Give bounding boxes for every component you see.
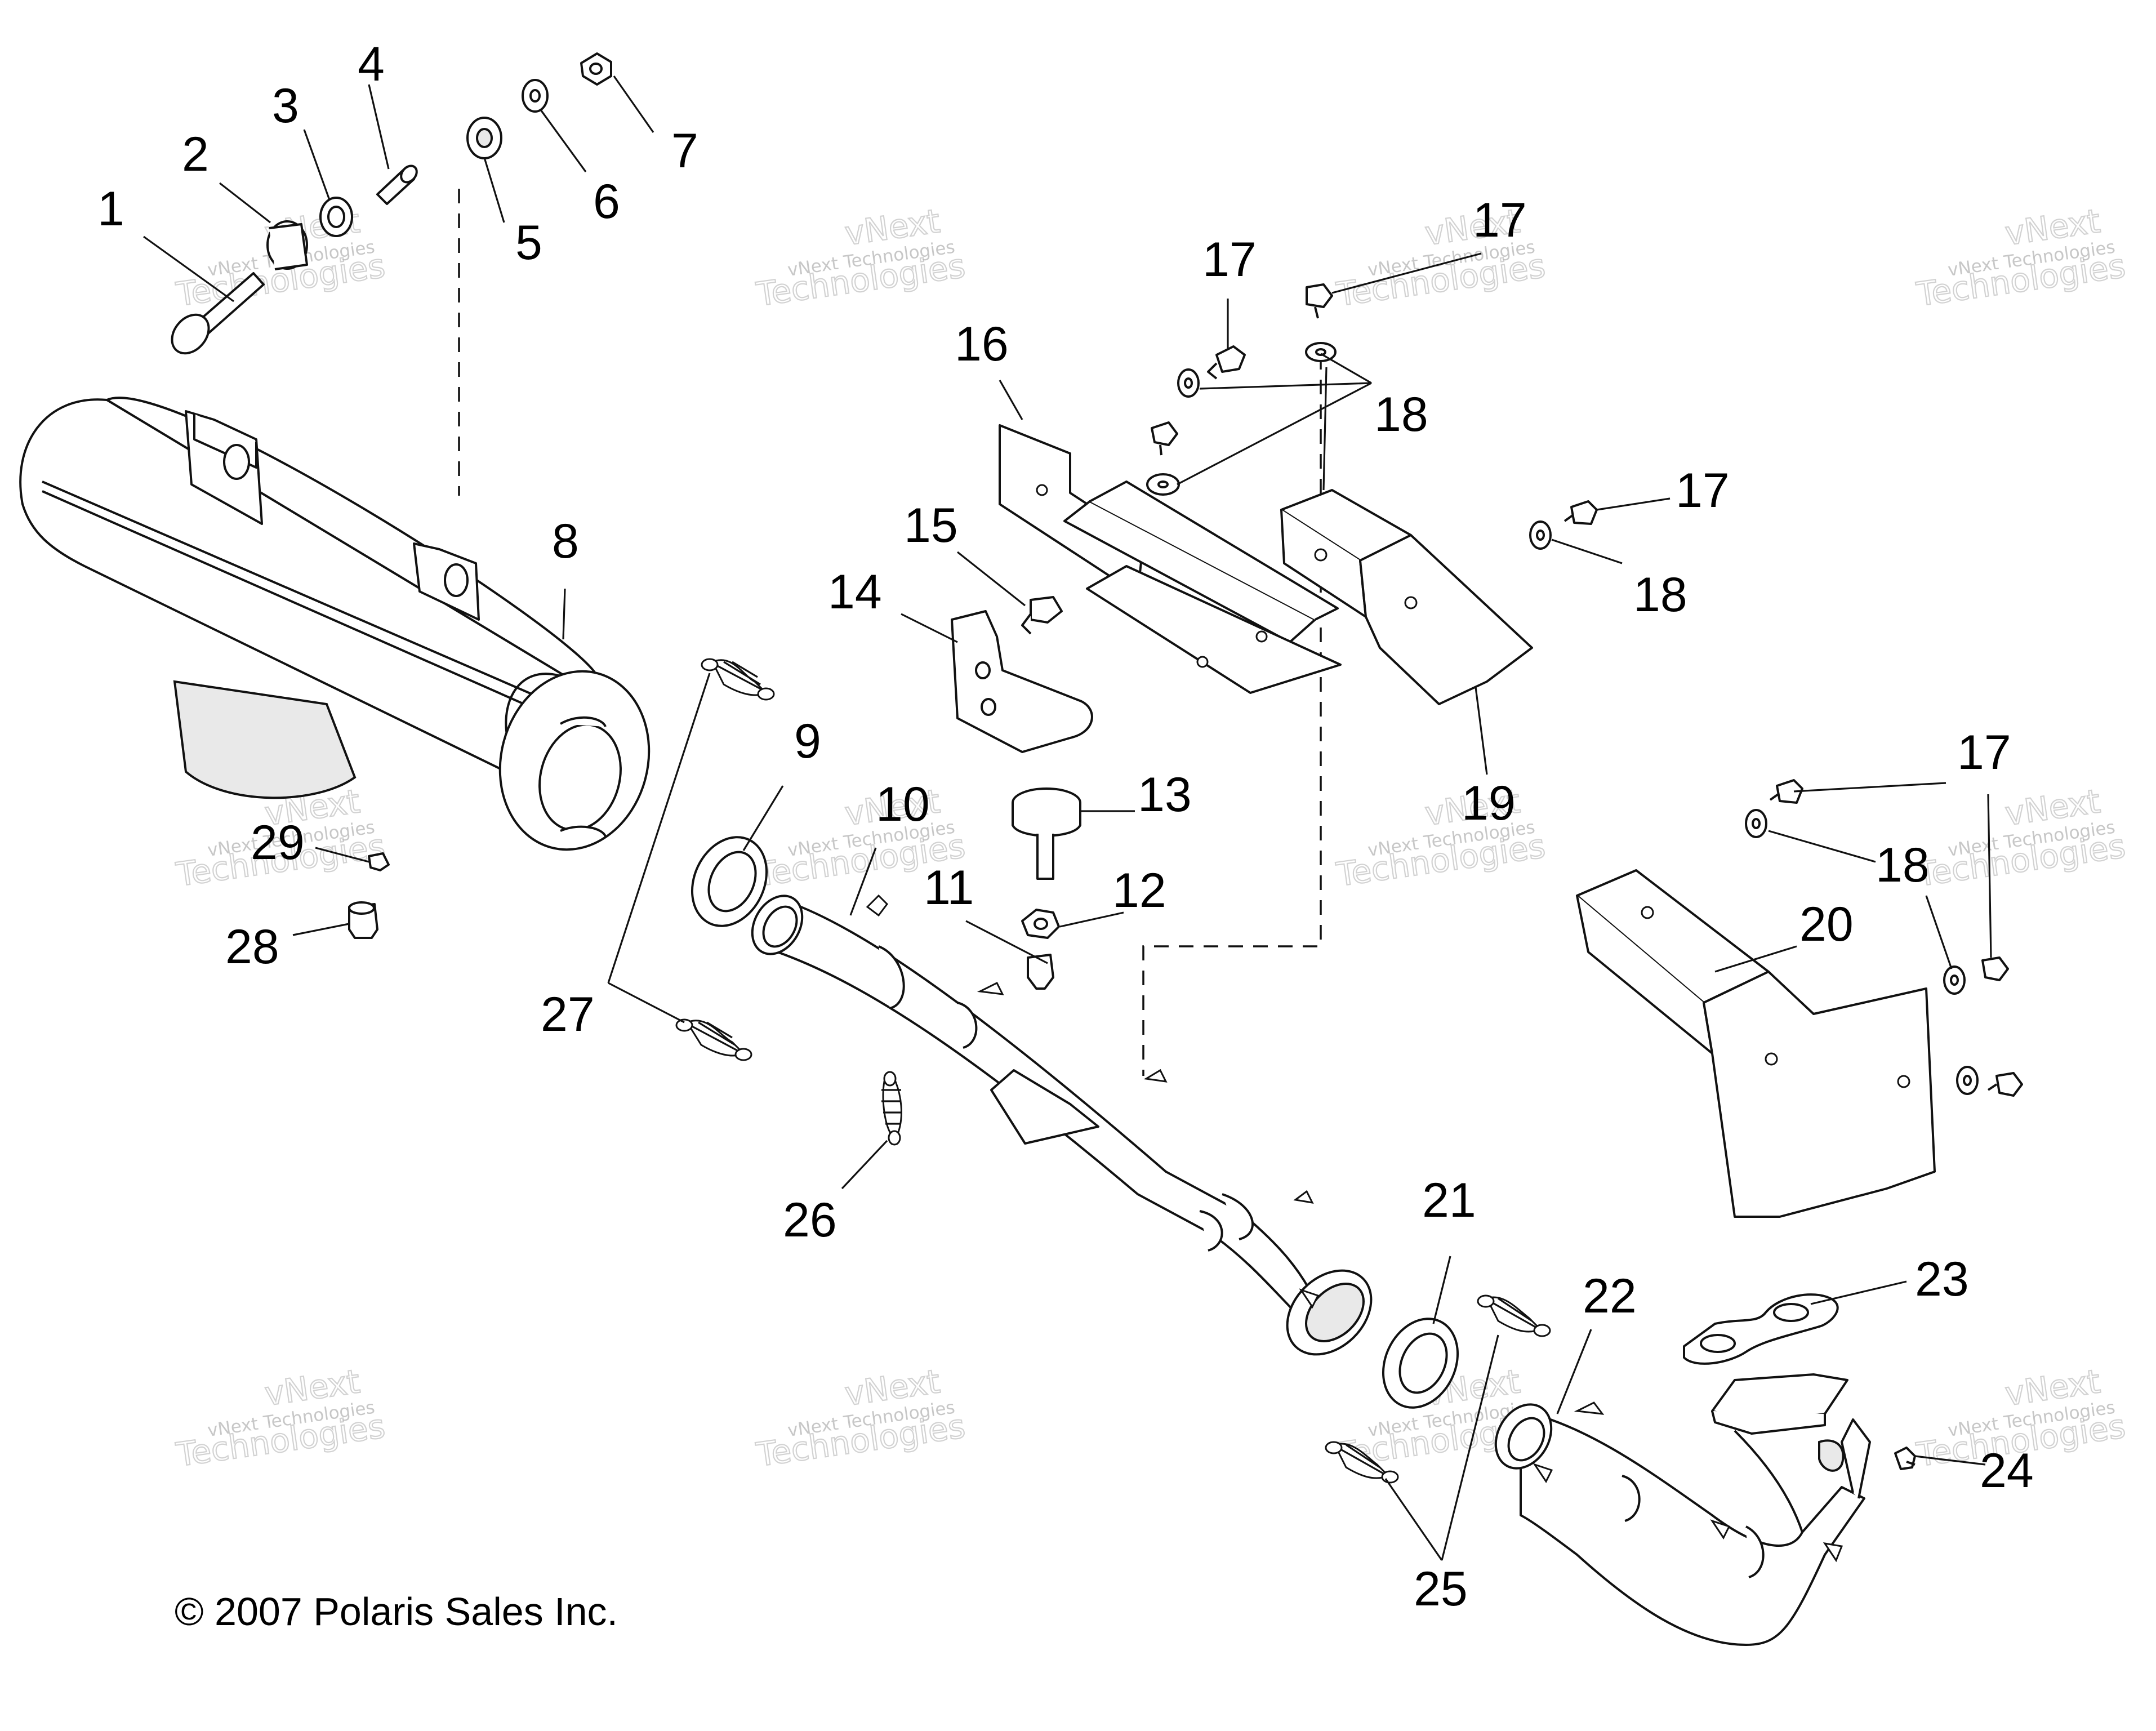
callout-7: 7	[671, 124, 698, 178]
assembly-lines	[458, 189, 1322, 1076]
callout-27: 27	[541, 987, 595, 1042]
mid-pipe-part-10	[751, 894, 1373, 1356]
callout-20: 20	[1799, 897, 1854, 951]
callout-15: 15	[904, 499, 958, 553]
screw-part-29	[368, 852, 390, 871]
callout-23: 23	[1915, 1252, 1969, 1306]
pushnut-part-28	[348, 901, 378, 939]
screw-part-17	[1306, 283, 1333, 319]
callout-17d: 17	[1957, 726, 2011, 780]
exhaust-gasket-part-23	[1683, 1293, 1839, 1365]
callout-29: 29	[251, 816, 305, 870]
screw-part-17	[1563, 500, 1598, 525]
heat-shield-part-19	[1280, 489, 1533, 705]
callout-25: 25	[1414, 1562, 1468, 1616]
callout-18c: 18	[1876, 838, 1930, 892]
washer	[1956, 1066, 1979, 1095]
washer-part-18	[1177, 368, 1200, 398]
callout-6: 6	[593, 175, 620, 229]
callout-16: 16	[955, 317, 1009, 371]
head-pipe-part-22	[1494, 1373, 1871, 1646]
callout-1: 1	[97, 182, 124, 236]
spring-part-27a	[701, 658, 775, 701]
stud-part-24	[1894, 1447, 1916, 1470]
grommet-part-5	[466, 117, 502, 159]
callout-14: 14	[828, 565, 882, 619]
gasket-part-9	[691, 836, 768, 927]
spring-part-26	[881, 1071, 902, 1146]
callout-11: 11	[924, 861, 974, 915]
bumper-part-13	[1012, 787, 1081, 880]
callout-12: 12	[1112, 864, 1166, 918]
bolt-part-1	[171, 272, 265, 355]
washer-part-6	[522, 79, 549, 113]
callout-9: 9	[794, 714, 821, 768]
callout-4: 4	[358, 37, 385, 91]
callout-18a: 18	[1374, 388, 1428, 442]
watermark: vNext Technologies vNext Technologies	[1913, 781, 2128, 895]
screw-part-17	[1207, 345, 1246, 380]
callout-10: 10	[876, 777, 930, 831]
callout-21: 21	[1422, 1173, 1476, 1227]
pushpin-part-15	[1021, 596, 1063, 635]
nut-part-12	[1021, 909, 1060, 939]
muffler-part-8	[19, 397, 651, 851]
callout-24: 24	[1980, 1444, 2034, 1498]
bracket-part-14	[951, 610, 1093, 753]
gasket-part-21	[1382, 1318, 1459, 1409]
callout-labels: 1 2 3 4 5 6 7 8 9 10 11 12 13 14 15 16 1…	[97, 37, 2034, 1616]
fasteners-part-17-18	[1146, 283, 2023, 1097]
callout-3: 3	[272, 79, 299, 133]
screw-part-17	[1769, 779, 1803, 804]
callout-8: 8	[552, 514, 579, 568]
callout-17a: 17	[1202, 233, 1257, 287]
spring-part-25a	[1477, 1294, 1551, 1337]
watermark: vNext Technologies vNext Technologies	[1913, 201, 2128, 314]
washer-part-18	[1529, 520, 1552, 550]
callout-18b: 18	[1633, 568, 1687, 622]
callout-19: 19	[1462, 776, 1516, 830]
callout-17b: 17	[1473, 193, 1527, 247]
callout-22: 22	[1583, 1269, 1637, 1323]
screw	[1987, 1072, 2023, 1097]
grommet-part-2	[266, 220, 308, 270]
watermarks: vNext Technologies vNext Technologies vN…	[173, 201, 2128, 1475]
washer-part-18	[1305, 342, 1337, 362]
callout-26: 26	[783, 1193, 837, 1247]
leader-lines	[143, 75, 1992, 1561]
screw	[1151, 421, 1178, 456]
washer-part-18	[1146, 473, 1180, 496]
callout-17c: 17	[1676, 464, 1730, 518]
callout-28: 28	[225, 920, 279, 974]
copyright-notice: © 2007 Polaris Sales Inc.	[175, 1590, 618, 1634]
sleeve-part-4	[376, 164, 418, 205]
washer-part-3	[319, 197, 353, 237]
screw-part-17	[1981, 956, 2009, 981]
nut-part-7	[580, 52, 612, 86]
heat-shield-part-20	[1576, 869, 1936, 1218]
watermark: vNext Technologies vNext Technologies	[753, 201, 968, 314]
washer-part-18	[1745, 809, 1767, 838]
spring-part-27b	[675, 1018, 752, 1061]
callout-13: 13	[1138, 768, 1192, 822]
callout-5: 5	[515, 216, 542, 270]
washer-part-18	[1943, 965, 1966, 995]
hardware-top-left	[171, 52, 612, 355]
callout-2: 2	[182, 127, 209, 181]
watermark: vNext Technologies vNext Technologies	[753, 1361, 968, 1475]
watermark: vNext Technologies vNext Technologies	[173, 1361, 388, 1475]
heat-shield-part-16	[999, 424, 1342, 694]
